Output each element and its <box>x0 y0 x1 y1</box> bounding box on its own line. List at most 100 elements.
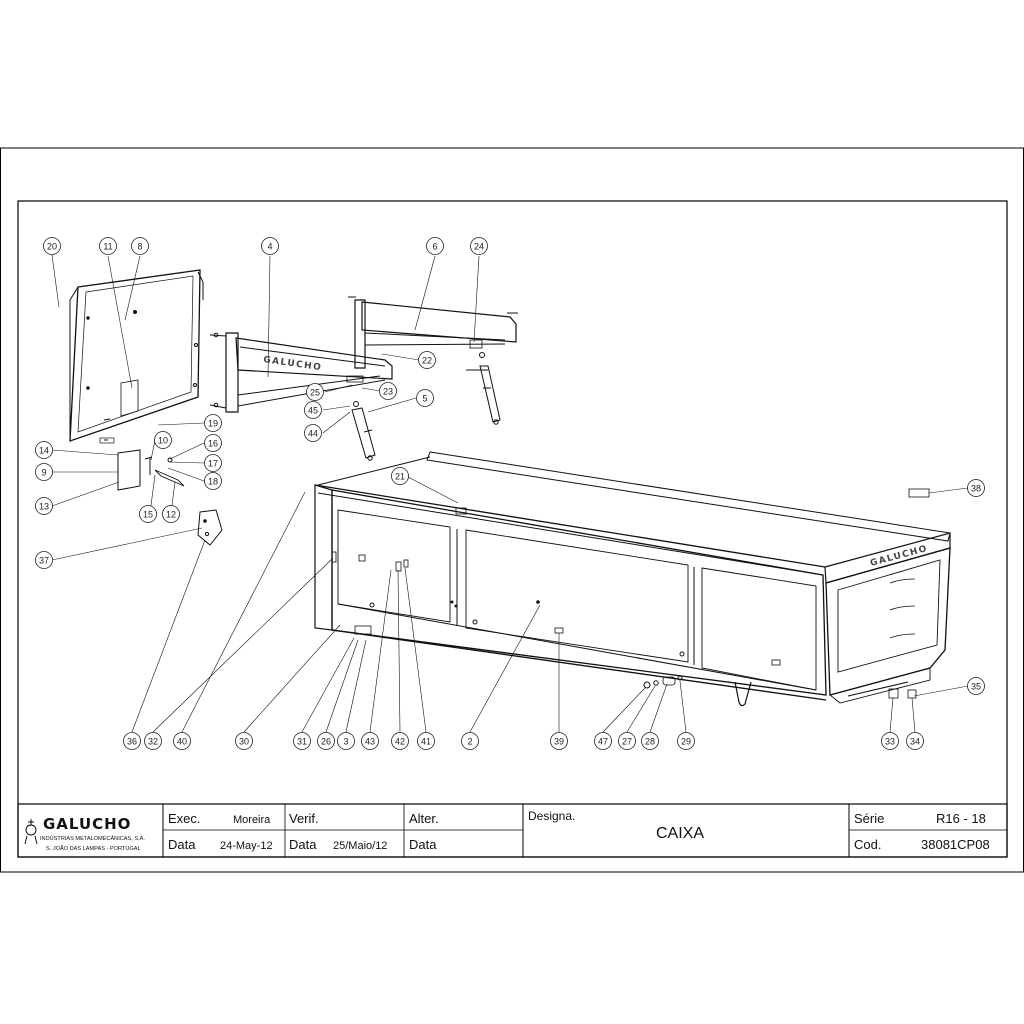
part-balloon-4: 4 <box>261 237 279 255</box>
part-balloon-5: 5 <box>416 389 434 407</box>
balloon-number: 31 <box>297 737 307 747</box>
balloon-circle <box>204 454 222 472</box>
balloon-number: 44 <box>308 429 318 439</box>
balloon-circle <box>173 732 191 750</box>
balloon-number: 45 <box>308 406 318 416</box>
balloon-circle <box>204 414 222 432</box>
balloon-number: 43 <box>365 737 375 747</box>
balloon-circle <box>641 732 659 750</box>
balloon-circle <box>594 732 612 750</box>
balloon-number: 21 <box>395 472 405 482</box>
balloon-circle <box>391 467 409 485</box>
code-label: Cod. <box>854 837 881 852</box>
series-label: Série <box>854 811 884 826</box>
balloon-circle <box>337 732 355 750</box>
balloon-number: 47 <box>598 737 608 747</box>
balloon-number: 33 <box>885 737 895 747</box>
balloon-circle <box>677 732 695 750</box>
balloon-number: 30 <box>239 737 249 747</box>
balloon-circle <box>379 382 397 400</box>
balloon-number: 19 <box>208 419 218 429</box>
balloon-number: 20 <box>47 242 57 252</box>
balloon-circle <box>204 472 222 490</box>
exec-date-value: 24-May-12 <box>220 840 273 852</box>
part-balloon-27: 27 <box>618 732 636 750</box>
part-balloon-39: 39 <box>550 732 568 750</box>
part-balloon-44: 44 <box>304 424 322 442</box>
part-balloon-17: 17 <box>204 454 222 472</box>
part-balloon-38: 38 <box>967 479 985 497</box>
part-balloon-22: 22 <box>418 351 436 369</box>
part-balloon-34: 34 <box>906 732 924 750</box>
balloon-number: 11 <box>103 242 112 252</box>
balloon-number: 16 <box>208 439 218 449</box>
part-balloon-35: 35 <box>967 677 985 695</box>
title-block <box>17 803 1008 858</box>
balloon-circle <box>906 732 924 750</box>
part-balloon-3: 3 <box>337 732 355 750</box>
arm-bracket-lettering: GALUCHO <box>263 355 323 373</box>
balloon-number: 37 <box>39 556 49 566</box>
code-value: 38081CP08 <box>921 837 990 852</box>
balloon-number: 13 <box>39 502 49 512</box>
balloon-number: 24 <box>474 242 484 252</box>
series-value: R16 - 18 <box>936 811 986 826</box>
alter-date-label: Data <box>409 837 437 852</box>
designation-value: CAIXA <box>656 825 704 842</box>
balloon-circle <box>967 479 985 497</box>
balloon-number: 42 <box>395 737 405 747</box>
balloon-number: 29 <box>681 737 691 747</box>
balloon-number: 10 <box>158 436 168 446</box>
balloon-number: 35 <box>971 682 981 692</box>
part-balloon-40: 40 <box>173 732 191 750</box>
part-balloon-26: 26 <box>317 732 335 750</box>
balloon-circle <box>35 497 53 515</box>
part-balloon-42: 42 <box>391 732 409 750</box>
balloon-circle <box>235 732 253 750</box>
balloon-number: 34 <box>910 737 920 747</box>
exec-value: Moreira <box>233 814 271 826</box>
balloon-number: 22 <box>422 356 432 366</box>
company-name-line: INDÚSTRIAS METALOMECÂNICAS, S.A. <box>40 835 145 842</box>
balloon-circle <box>317 732 335 750</box>
balloon-circle <box>144 732 162 750</box>
balloon-circle <box>304 401 322 419</box>
balloon-circle <box>162 505 180 523</box>
part-balloon-16: 16 <box>204 434 222 452</box>
balloon-number: 12 <box>166 510 176 520</box>
part-balloon-14: 14 <box>35 441 53 459</box>
balloon-circle <box>131 237 149 255</box>
balloon-circle <box>461 732 479 750</box>
balloon-number: 2 <box>467 737 472 747</box>
leader-lines <box>51 254 969 733</box>
balloon-number: 36 <box>127 737 137 747</box>
part-balloon-41: 41 <box>417 732 435 750</box>
balloon-circle <box>304 424 322 442</box>
part-balloon-11: 11 <box>99 237 117 255</box>
exec-date-label: Data <box>168 837 196 852</box>
balloon-number: 15 <box>143 510 153 520</box>
rear-arm-bracket <box>348 296 518 369</box>
balloon-circle <box>550 732 568 750</box>
balloon-number: 3 <box>343 737 348 747</box>
balloon-circle <box>204 434 222 452</box>
part-balloon-6: 6 <box>426 237 444 255</box>
front-gate-panel <box>69 269 204 444</box>
part-balloon-15: 15 <box>139 505 157 523</box>
balloon-number: 17 <box>208 459 218 469</box>
balloon-circle <box>618 732 636 750</box>
balloon-number: 4 <box>267 242 272 252</box>
part-balloon-20: 20 <box>43 237 61 255</box>
part-balloon-24: 24 <box>470 237 488 255</box>
balloon-number: 9 <box>41 468 46 478</box>
part-balloon-30: 30 <box>235 732 253 750</box>
hydraulic-ram-right <box>466 352 501 425</box>
company-logo-text: GALUCHO <box>43 815 131 833</box>
part-balloon-18: 18 <box>204 472 222 490</box>
part-balloon-37: 37 <box>35 551 53 569</box>
part-balloon-19: 19 <box>204 414 222 432</box>
alter-label: Alter. <box>409 811 439 826</box>
balloon-circle <box>416 389 434 407</box>
balloon-circle <box>418 351 436 369</box>
